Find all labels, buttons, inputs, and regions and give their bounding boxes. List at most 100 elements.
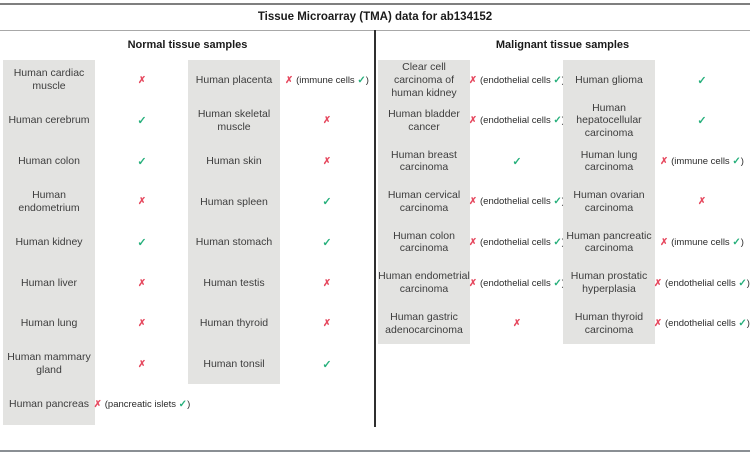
- table-row: Human colon ✓: [3, 141, 189, 182]
- tissue-name: Human liver: [3, 262, 95, 304]
- cross-icon: ✗: [138, 318, 146, 330]
- table-row: Human placenta✗(immune cells ✓): [188, 60, 374, 101]
- cross-icon: ✗: [323, 155, 331, 167]
- page-title: Tissue Microarray (TMA) data for ab13415…: [257, 11, 493, 23]
- tissue-name: Human testis: [188, 262, 280, 304]
- table-row: Human stomach✓: [188, 222, 374, 263]
- top-rule: [0, 3, 750, 5]
- result-note: (endothelial cells ✓): [665, 318, 750, 330]
- result-cell: ✗(immune cells ✓): [280, 60, 374, 101]
- result-note: (immune cells ✓): [296, 74, 369, 86]
- tissue-name: Human ovarian carcinoma: [563, 181, 655, 223]
- result-cell: ✗(endothelial cells ✓): [654, 303, 750, 344]
- result-cell: ✗: [280, 263, 374, 304]
- table-row: Human lung ✗: [3, 303, 189, 344]
- cross-icon: ✗: [323, 318, 331, 330]
- tissue-name: Human pancreas: [3, 384, 95, 425]
- tissue-name: Clear cell carcinoma of human kidney: [378, 60, 470, 101]
- check-icon: ✓: [322, 358, 332, 371]
- tissue-name: Human colon: [3, 141, 95, 182]
- result-cell: ✗(endothelial cells ✓): [469, 101, 565, 142]
- check-icon: ✓: [697, 74, 707, 87]
- table-row: Human testis✗: [188, 262, 374, 304]
- table-row: Human liver✗: [3, 262, 189, 304]
- result-note: (pancreatic islets ✓): [104, 399, 191, 411]
- cross-icon: ✗: [469, 74, 477, 86]
- tissue-name: Human colon carcinoma: [378, 222, 470, 263]
- table-row: Human skeletal muscle✗: [188, 100, 374, 142]
- result-cell: ✗: [655, 182, 749, 223]
- table-row: Human pancreas✗(pancreatic islets ✓): [3, 384, 191, 425]
- result-cell: ✗(pancreatic islets ✓): [94, 384, 191, 425]
- result-cell: ✓: [280, 222, 374, 263]
- result-cell: ✗(endothelial cells ✓): [469, 222, 565, 263]
- result-note: (endothelial cells ✓): [480, 115, 565, 127]
- table-row: Human cardiac muscle ✗: [3, 60, 189, 101]
- section-divider-line: [374, 30, 376, 427]
- cross-icon: ✗: [138, 74, 146, 86]
- check-icon: ✓: [553, 74, 562, 86]
- table-row: Human cervical carcinoma✗(endothelial ce…: [378, 181, 565, 223]
- tissue-column: Human cardiac muscle✗Human cerebrum✓Huma…: [3, 60, 191, 425]
- cross-icon: ✗: [138, 196, 146, 208]
- tissue-name: Human stomach: [188, 222, 280, 263]
- table-row: Human breast carcinoma✓: [378, 141, 564, 182]
- tissue-name: Human placenta: [188, 60, 280, 101]
- check-icon: ✓: [732, 236, 741, 248]
- tissue-name: Human cervical carcinoma: [378, 181, 470, 223]
- table-row: Human endometrium ✗: [3, 181, 189, 223]
- tissue-name: Human mammary gland: [3, 343, 95, 385]
- check-icon: ✓: [357, 74, 366, 86]
- tissue-name: Human breast carcinoma: [378, 141, 470, 182]
- tissue-name: Human tonsil: [188, 343, 280, 385]
- cross-icon: ✗: [469, 115, 477, 127]
- tissue-name: Human thyroid: [188, 303, 280, 344]
- tissue-name: Human cardiac muscle: [3, 60, 95, 101]
- result-cell: ✗: [95, 344, 189, 385]
- tissue-name: Human skeletal muscle: [188, 100, 280, 142]
- cross-icon: ✗: [469, 277, 477, 289]
- malignant-tissue-section: Clear cell carcinoma of human kidney✗(en…: [375, 60, 750, 430]
- result-note: (immune cells ✓): [671, 155, 744, 167]
- tissue-column: Clear cell carcinoma of human kidney✗(en…: [378, 60, 565, 344]
- result-cell: ✓: [655, 101, 749, 142]
- result-cell: ✗: [280, 141, 374, 182]
- table-row: Human endometrial carcinoma✗(endothelial…: [378, 262, 565, 304]
- result-cell: ✗: [95, 182, 189, 223]
- section-header-malignant: Malignant tissue samples: [495, 39, 630, 51]
- cross-icon: ✗: [660, 236, 669, 248]
- result-cell: ✗: [470, 303, 564, 344]
- tissue-name: Human lung carcinoma: [563, 141, 655, 182]
- tissue-column: Human placenta✗(immune cells ✓)Human ske…: [188, 60, 374, 385]
- table-row: Human prostatic hyperplasia✗(endothelial…: [563, 262, 750, 304]
- table-row: Human hepatocellular carcinoma✓: [563, 100, 749, 142]
- table-row: Human glioma✓: [563, 60, 749, 101]
- tissue-name: Human lung: [3, 303, 95, 344]
- check-icon: ✓: [553, 277, 562, 289]
- table-row: Human pancreatic carcinoma✗(immune cells…: [563, 222, 749, 263]
- check-icon: ✓: [137, 155, 147, 168]
- cross-icon: ✗: [654, 318, 662, 330]
- tissue-name: Human prostatic hyperplasia: [563, 262, 655, 304]
- cross-icon: ✗: [698, 196, 706, 208]
- table-row: Human kidney✓: [3, 222, 189, 263]
- result-note: (endothelial cells ✓): [480, 196, 565, 208]
- check-icon: ✓: [137, 115, 147, 128]
- table-row: Clear cell carcinoma of human kidney✗(en…: [378, 60, 565, 101]
- result-cell: ✗(endothelial cells ✓): [469, 182, 565, 223]
- cross-icon: ✗: [654, 277, 662, 289]
- cross-icon: ✗: [513, 318, 521, 330]
- table-row: Human spleen✓: [188, 181, 374, 223]
- result-cell: ✓: [280, 182, 374, 223]
- normal-tissue-section: Human cardiac muscle✗Human cerebrum✓Huma…: [0, 60, 375, 430]
- cross-icon: ✗: [469, 196, 477, 208]
- table-row: Human ovarian carcinoma ✗: [563, 181, 749, 223]
- check-icon: ✓: [738, 318, 747, 330]
- tissue-name: Human endometrium: [3, 181, 95, 223]
- result-cell: ✗: [95, 60, 189, 101]
- result-note: (endothelial cells ✓): [480, 74, 565, 86]
- tissue-name: Human endometrial carcinoma: [378, 262, 470, 304]
- tissue-name: Human spleen: [188, 181, 280, 223]
- result-cell: ✗(immune cells ✓): [655, 222, 749, 263]
- cross-icon: ✗: [285, 74, 294, 86]
